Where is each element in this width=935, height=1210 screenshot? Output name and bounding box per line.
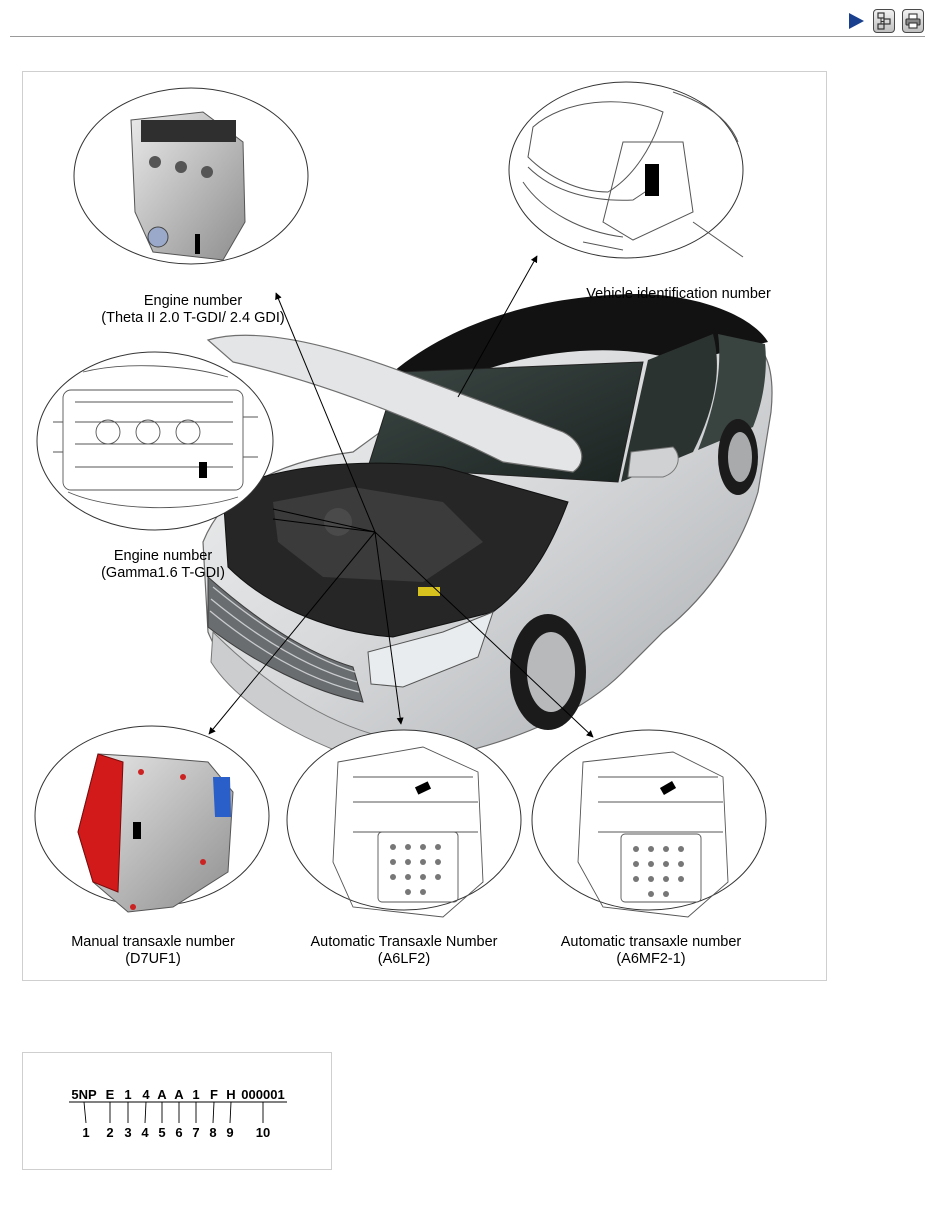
- callout-auto-a6mf2-title: Automatic transaxle number: [560, 934, 742, 950]
- vin-location-inset: [508, 81, 744, 259]
- vin-segment-7: 1: [192, 1087, 199, 1102]
- vin-segment-6: A: [174, 1087, 184, 1102]
- vin-segment-10: 000001: [241, 1087, 284, 1102]
- callout-engine-theta: Engine number (Theta II 2.0 T-GDI/ 2.4 G…: [73, 293, 313, 327]
- callout-engine-theta-model: (Theta II 2.0 T-GDI/ 2.4 GDI): [101, 310, 285, 326]
- callout-manual-transaxle-title: Manual transaxle number: [71, 934, 235, 950]
- vin-position-2: 2: [106, 1125, 113, 1140]
- engine-gamma-inset: [36, 351, 274, 531]
- callout-auto-a6lf2-model: (A6LF2): [377, 951, 431, 967]
- vin-position-6: 6: [175, 1125, 182, 1140]
- leader-arrows: [208, 255, 594, 738]
- callout-engine-theta-title: Engine number: [143, 293, 243, 309]
- vin-segment-9: H: [226, 1087, 235, 1102]
- vin-position-9: 9: [226, 1125, 233, 1140]
- vin-segment-5: A: [157, 1087, 167, 1102]
- vin-leader-line-1: [83, 1101, 87, 1124]
- top-toolbar: [0, 0, 935, 40]
- auto-a6lf2-inset: [286, 729, 522, 918]
- vin-segment-3: 1: [124, 1087, 131, 1102]
- print-button[interactable]: [902, 9, 924, 33]
- vin-position-5: 5: [158, 1125, 165, 1140]
- vin-segment-8: F: [210, 1087, 218, 1102]
- callout-engine-gamma-title: Engine number: [113, 548, 213, 564]
- vin-position-7: 7: [192, 1125, 199, 1140]
- figure-illustration: [34, 81, 773, 918]
- engine-theta-inset: [73, 87, 309, 265]
- header-divider: [10, 36, 925, 37]
- callout-auto-a6mf2-model: (A6MF2-1): [616, 951, 686, 967]
- vin-segment-1: 5NP: [71, 1087, 97, 1102]
- vin-segment-4: 4: [142, 1087, 150, 1102]
- vin-segment-2: E: [106, 1087, 115, 1102]
- vin-position-1: 1: [82, 1125, 89, 1140]
- callout-engine-gamma-model: (Gamma1.6 T-GDI): [101, 565, 225, 581]
- callout-vin-title: Vehicle identification number: [586, 286, 771, 302]
- manual-transaxle-inset: [34, 725, 270, 913]
- callout-manual-transaxle: Manual transaxle number (D7UF1): [43, 934, 263, 968]
- component-location-figure: Engine number (Theta II 2.0 T-GDI/ 2.4 G…: [22, 71, 827, 981]
- callout-manual-transaxle-model: (D7UF1): [125, 951, 181, 967]
- callout-auto-a6mf2: Automatic transaxle number (A6MF2-1): [543, 934, 759, 968]
- callout-engine-gamma: Engine number (Gamma1.6 T-GDI): [78, 548, 248, 582]
- play-arrow-icon[interactable]: [849, 13, 864, 29]
- vehicle-illustration: [202, 294, 773, 765]
- vin-position-3: 3: [124, 1125, 131, 1140]
- vin-position-8: 8: [209, 1125, 216, 1140]
- auto-a6mf2-inset: [531, 729, 767, 918]
- vin-position-4: 4: [141, 1125, 149, 1140]
- vin-leader-line-8: [212, 1101, 215, 1124]
- vin-position-10: 10: [256, 1125, 270, 1140]
- callout-auto-a6lf2-title: Automatic Transaxle Number: [310, 934, 498, 950]
- callout-auto-a6lf2: Automatic Transaxle Number (A6LF2): [291, 934, 517, 968]
- vin-leader-line-4: [144, 1101, 147, 1124]
- vin-leader-line-9: [229, 1101, 232, 1124]
- callout-vin: Vehicle identification number: [571, 286, 786, 303]
- navigation-button[interactable]: [873, 9, 895, 33]
- printer-icon: [905, 13, 921, 29]
- navigation-icon: [877, 12, 891, 30]
